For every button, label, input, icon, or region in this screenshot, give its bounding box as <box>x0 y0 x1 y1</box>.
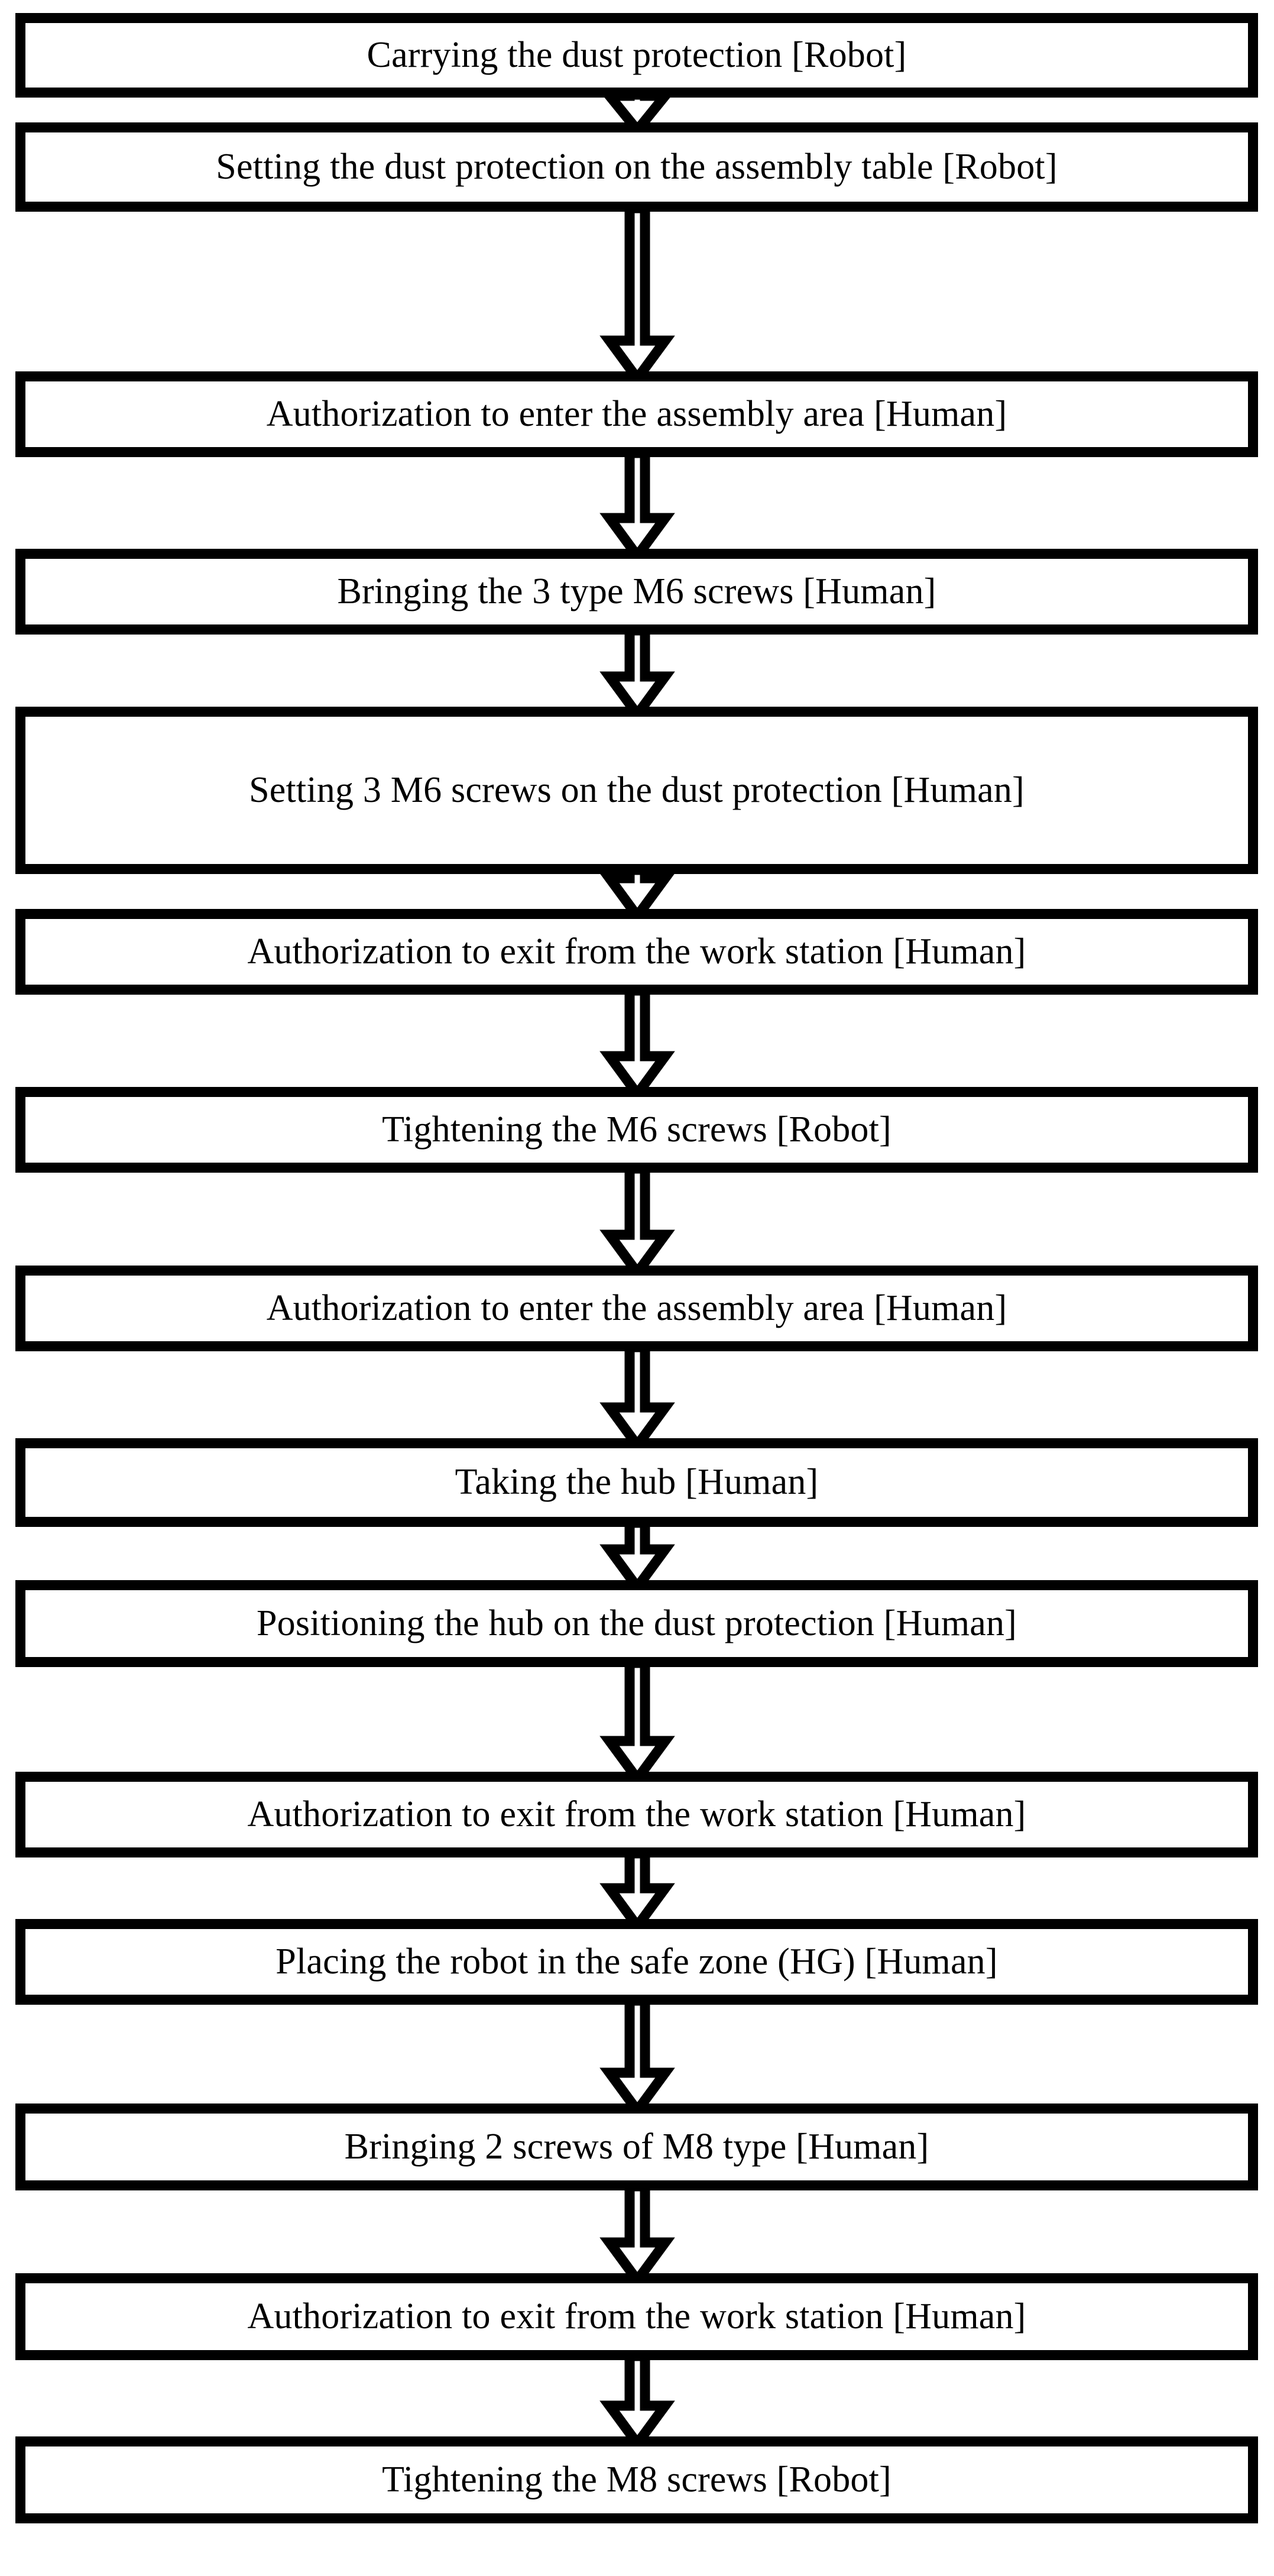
connector-arrow-3-to-4 <box>581 453 693 556</box>
connector-arrow-9-to-10 <box>581 1523 693 1587</box>
process-box-12[interactable]: Placing the robot in the safe zone (HG) … <box>15 1919 1258 2005</box>
arrow-glyph <box>581 208 693 378</box>
arrow-glyph <box>581 630 693 714</box>
process-box-11[interactable]: Authorization to exit from the work stat… <box>15 1772 1258 1857</box>
process-box-label: Setting the dust protection on the assem… <box>216 146 1058 187</box>
arrow-glyph <box>581 2186 693 2280</box>
connector-arrow-6-to-7 <box>581 991 693 1094</box>
arrow-glyph <box>581 991 693 1094</box>
process-box-label: Taking the hub [Human] <box>455 1462 819 1503</box>
process-box-label: Carrying the dust protection [Robot] <box>367 34 907 75</box>
arrow-glyph <box>581 1663 693 1779</box>
process-box-14[interactable]: Authorization to exit from the work stat… <box>15 2273 1258 2360</box>
arrow-glyph <box>581 1523 693 1587</box>
process-box-5[interactable]: Setting 3 M6 screws on the dust protecti… <box>15 707 1258 874</box>
process-box-label: Bringing the 3 type M6 screws [Human] <box>337 571 936 611</box>
arrow-glyph <box>581 2001 693 2111</box>
arrow-glyph <box>581 1347 693 1445</box>
process-box-2[interactable]: Setting the dust protection on the assem… <box>15 122 1258 212</box>
process-box-8[interactable]: Authorization to enter the assembly area… <box>15 1266 1258 1351</box>
process-box-3[interactable]: Authorization to enter the assembly area… <box>15 371 1258 457</box>
connector-arrow-14-to-15 <box>581 2356 693 2444</box>
connector-arrow-8-to-9 <box>581 1347 693 1445</box>
process-box-label: Authorization to enter the assembly area… <box>266 393 1007 434</box>
process-box-9[interactable]: Taking the hub [Human] <box>15 1438 1258 1527</box>
connector-arrow-4-to-5 <box>581 630 693 714</box>
process-box-label: Bringing 2 screws of M8 type [Human] <box>344 2126 929 2167</box>
process-box-7[interactable]: Tightening the M6 screws [Robot] <box>15 1087 1258 1173</box>
process-box-label: Tightening the M6 screws [Robot] <box>382 1109 892 1150</box>
process-box-label: Authorization to exit from the work stat… <box>247 1794 1026 1834</box>
process-box-4[interactable]: Bringing the 3 type M6 screws [Human] <box>15 549 1258 635</box>
process-box-label: Authorization to exit from the work stat… <box>247 931 1026 972</box>
process-box-10[interactable]: Positioning the hub on the dust protecti… <box>15 1580 1258 1667</box>
process-box-6[interactable]: Authorization to exit from the work stat… <box>15 909 1258 995</box>
connector-arrow-7-to-8 <box>581 1169 693 1273</box>
process-box-1[interactable]: Carrying the dust protection [Robot] <box>15 13 1258 98</box>
process-box-label: Authorization to enter the assembly area… <box>266 1287 1007 1328</box>
arrow-glyph <box>581 453 693 556</box>
arrow-glyph <box>581 1853 693 1926</box>
process-box-label: Tightening the M8 screws [Robot] <box>382 2459 892 2500</box>
process-box-label: Authorization to exit from the work stat… <box>247 2296 1026 2336</box>
connector-arrow-2-to-3 <box>581 208 693 378</box>
connector-arrow-13-to-14 <box>581 2186 693 2280</box>
process-box-label: Setting 3 M6 screws on the dust protecti… <box>249 769 1025 810</box>
connector-arrow-12-to-13 <box>581 2001 693 2111</box>
connector-arrow-11-to-12 <box>581 1853 693 1926</box>
process-box-15[interactable]: Tightening the M8 screws [Robot] <box>15 2436 1258 2523</box>
arrow-glyph <box>581 2356 693 2444</box>
process-box-label: Placing the robot in the safe zone (HG) … <box>275 1941 998 1982</box>
connector-arrow-10-to-11 <box>581 1663 693 1779</box>
process-box-13[interactable]: Bringing 2 screws of M8 type [Human] <box>15 2103 1258 2190</box>
process-box-label: Positioning the hub on the dust protecti… <box>256 1603 1017 1643</box>
arrow-glyph <box>581 1169 693 1273</box>
